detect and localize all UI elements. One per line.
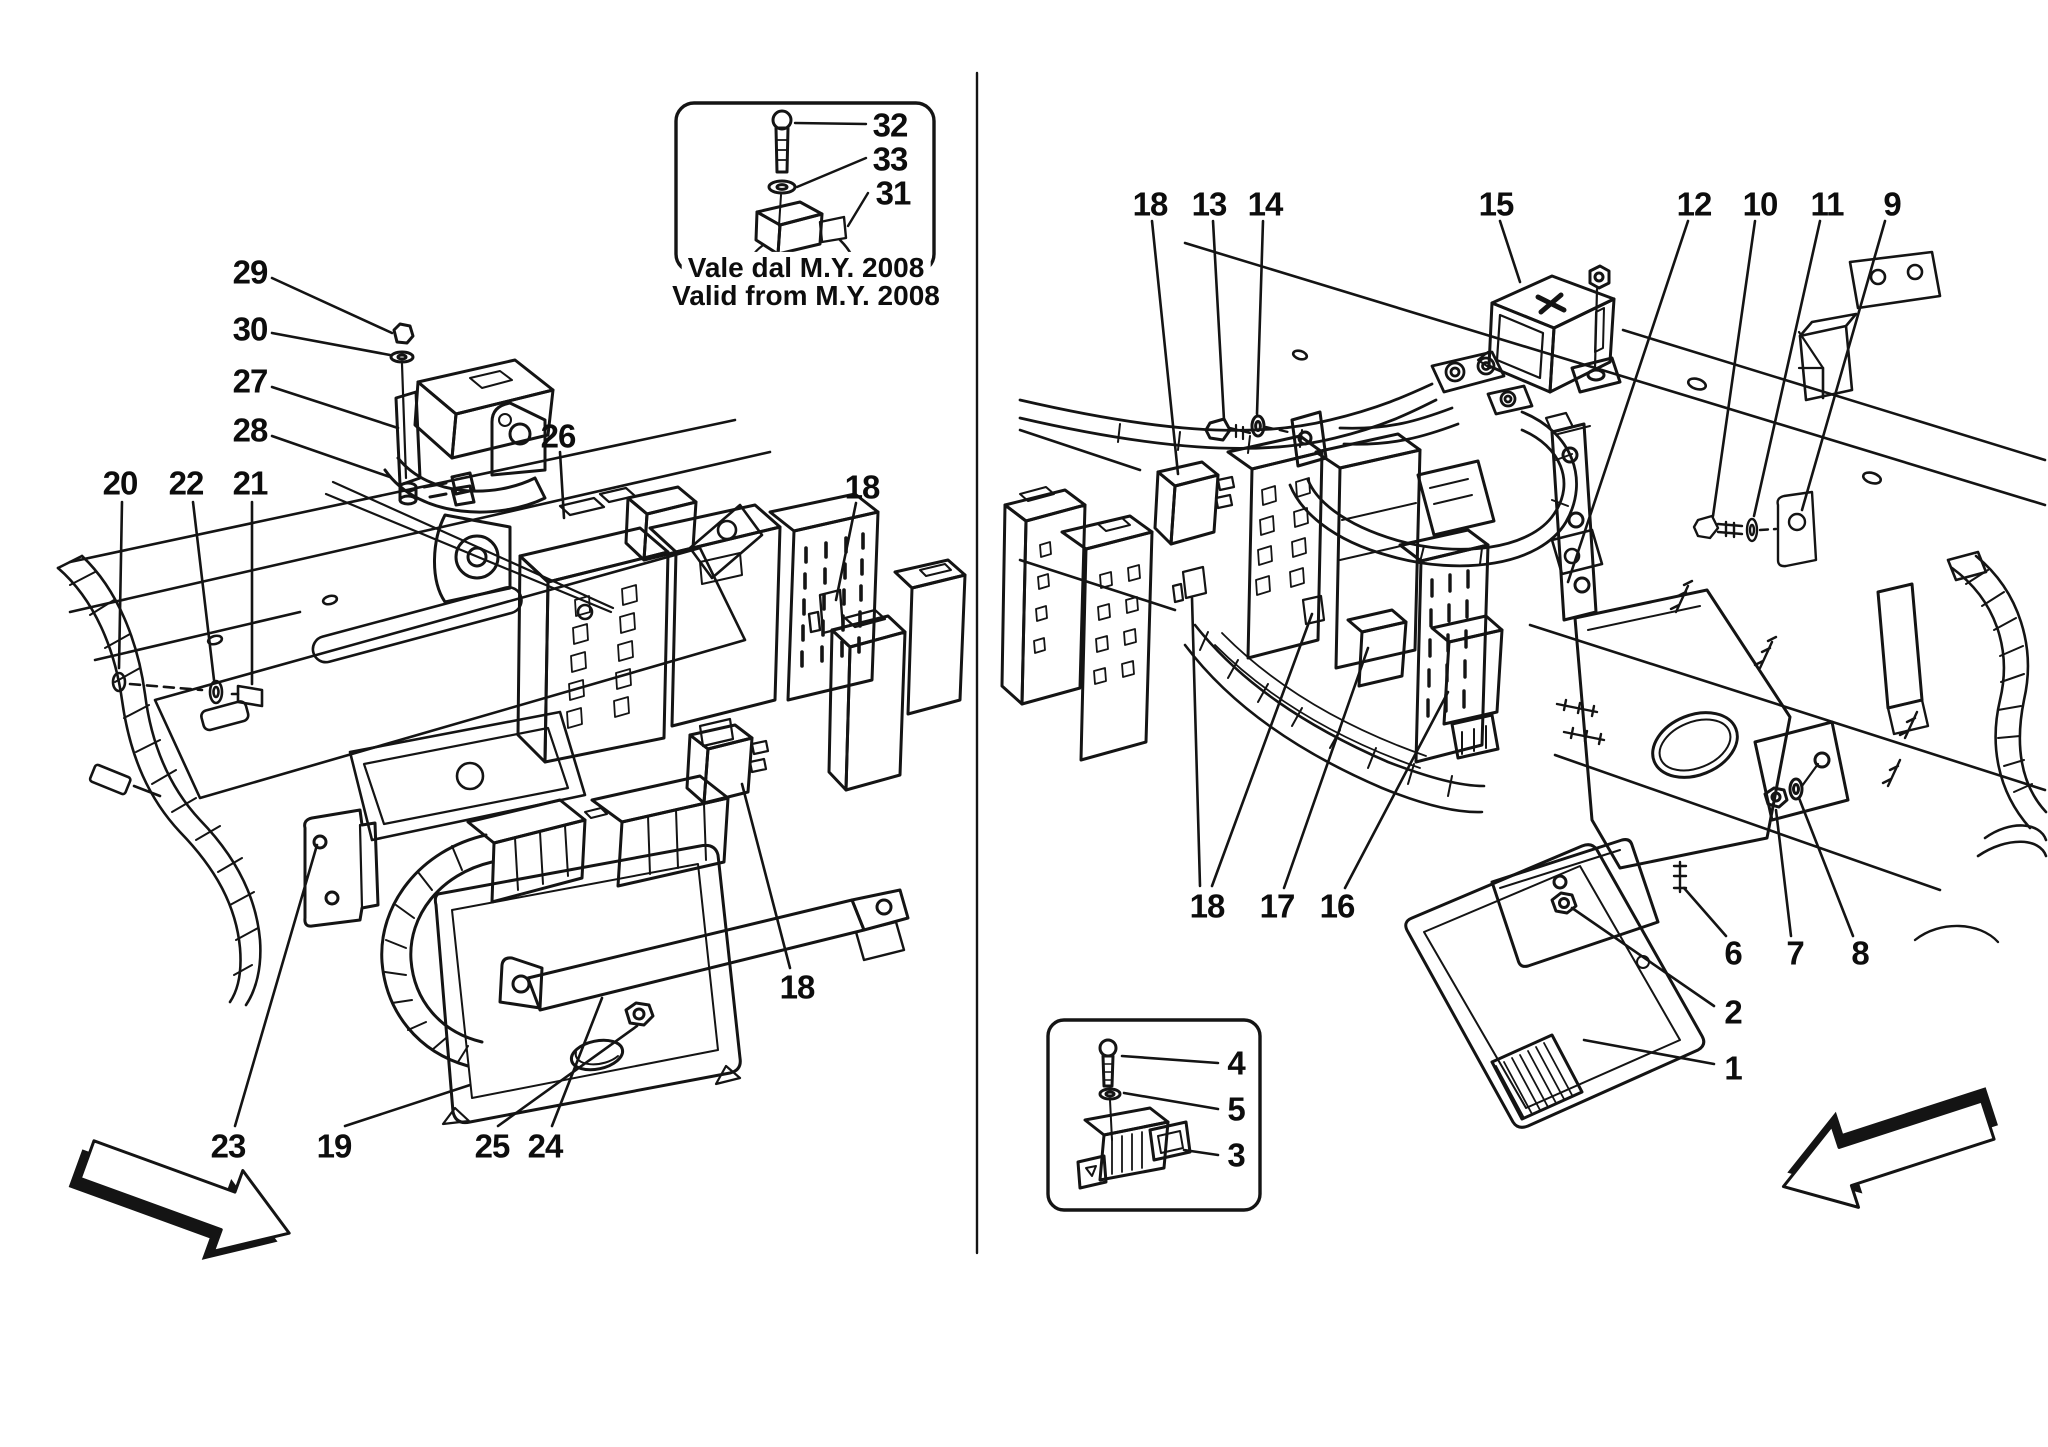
callout-3: 3 [1227, 1136, 1245, 1174]
callout-14: 14 [1247, 185, 1284, 223]
callout-9: 9 [1883, 185, 1901, 223]
callout-19: 19 [316, 1127, 353, 1165]
left-top-ecu-assembly [324, 322, 615, 614]
right-leader-lines [1120, 219, 1887, 1157]
right-direction-arrow [1781, 1087, 1998, 1209]
callout-32: 32 [872, 106, 909, 144]
right-terminal-cover-15 [1476, 264, 1622, 394]
callout-20: 20 [102, 464, 139, 502]
callout-29: 29 [232, 253, 269, 291]
right-upper-fasteners [1692, 490, 1818, 568]
right-inset-sensor-box [1046, 1018, 1262, 1212]
callout-25: 25 [474, 1127, 511, 1165]
callout-17: 17 [1259, 887, 1296, 925]
left-leader-lines [117, 276, 858, 1128]
callout-18-left-mid: 18 [779, 968, 816, 1006]
right-battery-cables [1018, 350, 1578, 568]
left-fuse-cluster [422, 401, 967, 792]
callout-18-left-top: 18 [844, 468, 881, 506]
left-conduits [56, 554, 587, 1007]
callout-22: 22 [168, 464, 205, 502]
left-rail-fasteners [128, 679, 264, 708]
callout-21: 21 [232, 464, 269, 502]
callout-27: 27 [232, 362, 269, 400]
callout-8: 8 [1851, 934, 1869, 972]
right-chassis [1018, 241, 2047, 892]
right-fuse-cluster [1000, 410, 1598, 814]
left-relay-18 [685, 723, 770, 805]
right-mounting-plate [1550, 579, 1930, 915]
callout-24: 24 [527, 1127, 564, 1165]
left-direction-arrow [68, 1139, 291, 1260]
callout-13: 13 [1191, 185, 1228, 223]
callout-26: 26 [540, 417, 577, 455]
left-ecu19-assembly [303, 774, 910, 1126]
callout-28: 28 [232, 411, 269, 449]
right-ecu1-assembly [1404, 838, 1706, 1129]
callout-18-right-bottom: 18 [1189, 887, 1226, 925]
callout-2: 2 [1724, 993, 1742, 1031]
callout-11: 11 [1810, 185, 1845, 223]
callout-12: 12 [1676, 185, 1713, 223]
callout-6: 6 [1724, 934, 1742, 972]
callout-7: 7 [1786, 934, 1804, 972]
callout-33: 33 [872, 140, 909, 178]
inset-caption-italian: Vale dal M.Y. 2008 [681, 251, 931, 285]
right-conduit [1913, 550, 2048, 944]
inset-caption-english: Valid from M.Y. 2008 [666, 279, 946, 313]
callout-30: 30 [232, 310, 269, 348]
callout-1: 1 [1724, 1049, 1742, 1087]
callout-5: 5 [1227, 1090, 1245, 1128]
callout-10: 10 [1742, 185, 1779, 223]
callout-23: 23 [210, 1127, 247, 1165]
callout-18-right-top: 18 [1132, 185, 1169, 223]
callout-16: 16 [1319, 887, 1356, 925]
callout-31: 31 [875, 174, 912, 212]
callout-15: 15 [1478, 185, 1515, 223]
callout-4: 4 [1227, 1044, 1245, 1082]
